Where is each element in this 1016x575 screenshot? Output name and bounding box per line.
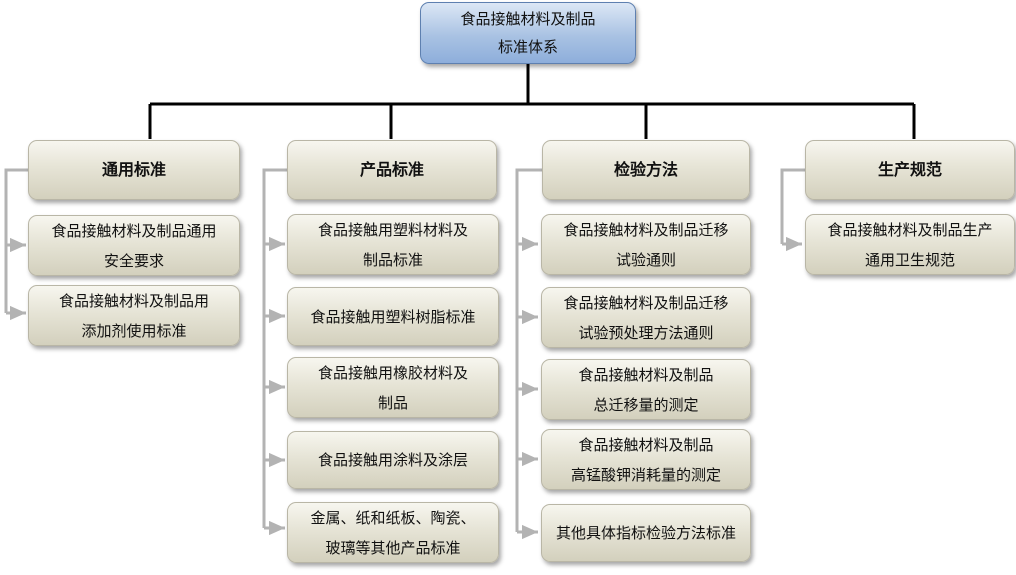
product-item-rubber: 食品接触用橡胶材料及 制品: [287, 357, 499, 418]
category-production-practice: 生产规范: [805, 140, 1015, 200]
product-item-plastic-materials: 食品接触用塑料材料及 制品标准: [287, 214, 499, 275]
test-item-migration-general: 食品接触材料及制品迁移 试验通则: [541, 214, 751, 275]
root-node: 食品接触材料及制品 标准体系: [420, 2, 636, 64]
product-item-coatings: 食品接触用涂料及涂层: [287, 431, 499, 489]
general-item-safety-requirements: 食品接触材料及制品通用 安全要求: [28, 215, 240, 276]
test-item-total-migration: 食品接触材料及制品 总迁移量的测定: [541, 359, 751, 420]
test-item-migration-pretreatment: 食品接触材料及制品迁移 试验预处理方法通则: [541, 287, 751, 348]
test-item-other-methods: 其他具体指标检验方法标准: [541, 504, 751, 562]
category-product-standards: 产品标准: [287, 140, 497, 200]
product-item-plastic-resins: 食品接触用塑料树脂标准: [287, 287, 499, 346]
test-item-permanganate: 食品接触材料及制品 高锰酸钾消耗量的测定: [541, 429, 751, 490]
product-item-other-materials: 金属、纸和纸板、陶瓷、 玻璃等其他产品标准: [287, 502, 499, 563]
category-test-methods: 检验方法: [542, 140, 750, 200]
practice-item-hygiene-code: 食品接触材料及制品生产 通用卫生规范: [805, 214, 1015, 275]
general-item-additive-usage: 食品接触材料及制品用 添加剂使用标准: [28, 285, 240, 346]
category-general-standards: 通用标准: [28, 140, 240, 200]
